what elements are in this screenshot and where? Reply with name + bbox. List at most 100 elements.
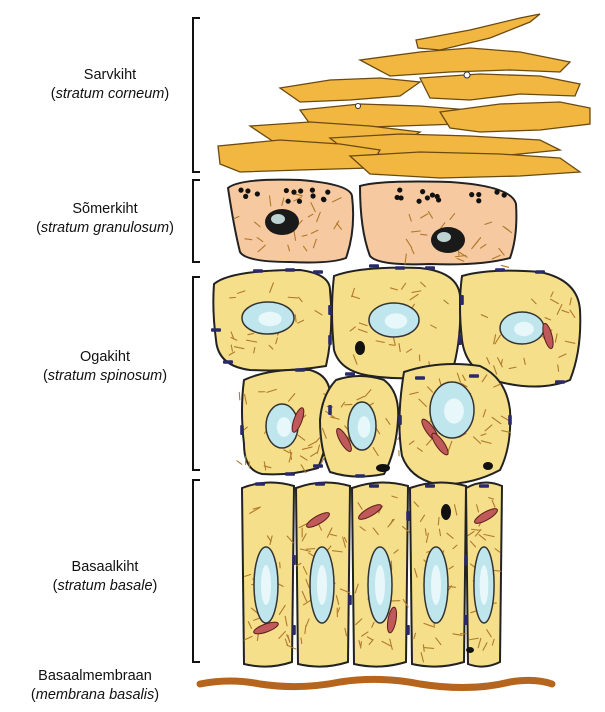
keratohyalin-granule: [243, 194, 248, 199]
desmosome: [406, 511, 410, 521]
desmosome: [425, 266, 435, 270]
basement-membrane: [200, 679, 552, 687]
keratohyalin-granule: [502, 192, 507, 197]
label-granulosum-name: Sõmerkiht: [10, 200, 200, 219]
desmosome: [345, 372, 355, 376]
nucleolus: [277, 417, 291, 437]
keratohyalin-granule: [284, 188, 289, 193]
keratin-filament: [288, 297, 297, 298]
desmosome: [369, 484, 379, 488]
desmosome: [211, 328, 221, 332]
keratin-filament: [361, 642, 362, 648]
keratin-flake: [280, 78, 420, 102]
nucleolus: [317, 565, 327, 605]
keratohyalin-granule: [416, 199, 421, 204]
desmosome: [285, 268, 295, 272]
keratohyalin-granule: [291, 190, 296, 195]
desmosome: [292, 625, 296, 635]
nucleolus: [385, 313, 408, 328]
keratin-flake: [420, 74, 580, 100]
desmosome: [508, 415, 512, 425]
melanin-granule: [355, 341, 365, 355]
stratum-basale-cells: [242, 482, 502, 666]
desmosome: [425, 484, 435, 488]
desmosome: [479, 484, 489, 488]
keratohyalin-granule: [476, 198, 481, 203]
nucleus-highlight: [437, 232, 451, 242]
keratohyalin-granule: [321, 197, 326, 202]
keratin-filament: [501, 265, 508, 267]
keratohyalin-granule: [238, 188, 243, 193]
desmosome: [253, 269, 263, 273]
desmosome: [285, 472, 295, 476]
keratin-flake: [416, 14, 540, 50]
desmosome: [348, 595, 352, 605]
keratohyalin-granule: [255, 191, 260, 196]
nucleolus: [258, 312, 281, 326]
label-granulosum: Sõmerkiht (stratum granulosum): [10, 200, 200, 238]
desmosome: [458, 335, 462, 345]
keratohyalin-granule: [325, 190, 330, 195]
nucleolus: [444, 398, 464, 423]
keratohyalin-granule: [469, 192, 474, 197]
keratin-flake: [440, 102, 590, 132]
keratin-filament: [230, 297, 236, 298]
nucleolus: [514, 322, 534, 336]
label-spinosum-latin: stratum spinosum: [48, 368, 162, 384]
keratin-filament: [438, 518, 439, 525]
desmosome: [315, 482, 325, 486]
keratohyalin-granule: [297, 199, 302, 204]
keratohyalin-granule: [494, 190, 499, 195]
desmosome: [369, 264, 379, 268]
keratin-filament: [237, 461, 242, 464]
desmosome: [240, 425, 244, 435]
nucleolus: [358, 416, 371, 438]
keratohyalin-granule: [476, 192, 481, 197]
melanin-granule: [441, 504, 451, 520]
label-corneum-name: Sarvkiht: [20, 66, 200, 85]
desmosome: [555, 380, 565, 384]
desmosome: [395, 266, 405, 270]
label-membrane: Basaalmembraan (membrana basalis): [0, 667, 190, 705]
label-basale: Basaalkiht (stratum basale): [20, 558, 190, 596]
layer-bracket: [193, 480, 200, 662]
desmosome: [313, 270, 323, 274]
desmosome: [464, 615, 468, 625]
keratin-flake: [360, 48, 570, 76]
melanin-granule: [376, 464, 390, 472]
desmosome: [464, 555, 468, 565]
keratohyalin-granule: [436, 197, 441, 202]
desmosome: [460, 295, 464, 305]
stratum-granulosum-cells: [228, 180, 516, 268]
label-membrane-name: Basaalmembraan: [0, 667, 190, 686]
label-corneum: Sarvkiht (stratum corneum): [20, 66, 200, 104]
label-granulosum-latin: stratum granulosum: [41, 220, 169, 236]
nucleolus: [375, 565, 385, 605]
label-corneum-latin: stratum corneum: [56, 86, 165, 102]
nucleolus: [480, 565, 489, 605]
keratohyalin-granule: [430, 192, 435, 197]
desmosome: [328, 335, 332, 345]
melanin-granule: [466, 647, 474, 653]
melanin-granule: [483, 462, 493, 470]
keratin-flake: [350, 152, 580, 178]
desmosome: [313, 464, 323, 468]
keratohyalin-granule: [286, 199, 291, 204]
keratohyalin-granule: [298, 188, 303, 193]
desmosome: [398, 415, 402, 425]
keratohyalin-granule: [310, 193, 315, 198]
desmosome: [415, 376, 425, 380]
nucleolus: [431, 565, 441, 605]
label-basale-latin: stratum basale: [57, 578, 152, 594]
desmosome: [469, 374, 479, 378]
desmosome: [328, 305, 332, 315]
label-membrane-latin: membrana basalis: [36, 687, 154, 703]
granular-cell: [360, 182, 516, 265]
flake-nucleus-remnant: [464, 72, 470, 78]
desmosome: [223, 360, 233, 364]
stratum-spinosum-cells: [211, 264, 580, 486]
layer-bracket: [193, 277, 200, 470]
desmosome: [255, 482, 265, 486]
desmosome: [495, 268, 505, 272]
keratohyalin-granule: [310, 188, 315, 193]
